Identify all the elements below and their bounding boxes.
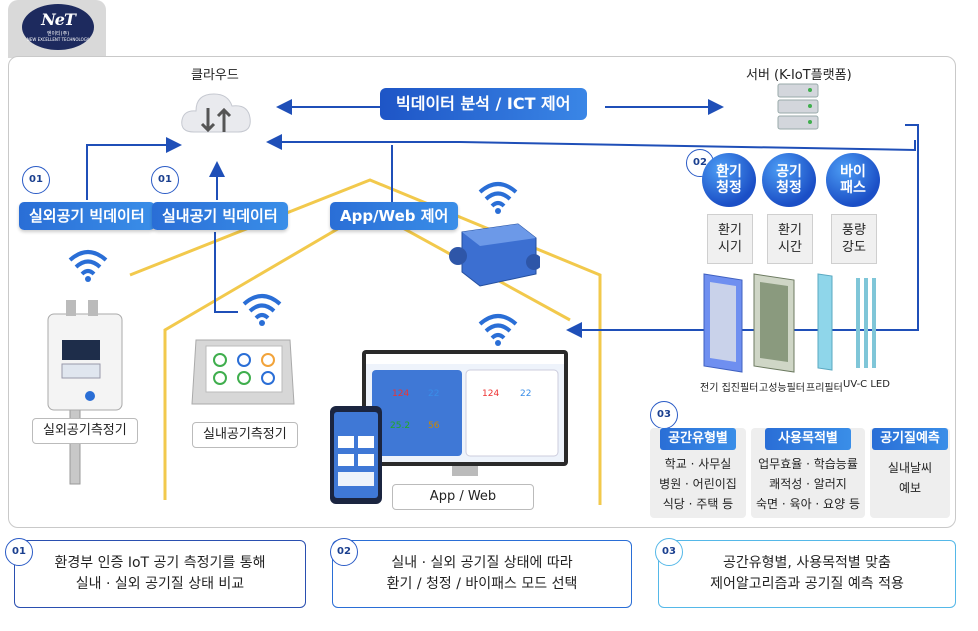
category-item: 숙면 · 육아 · 요양 등 [756,497,860,511]
step-badge-01-bottom: 01 [5,538,33,566]
wifi-icon [478,182,518,214]
category-item: 쾌적성 · 알러지 [769,477,847,491]
summary-line: 환기 / 청정 / 바이패스 모드 선택 [386,576,578,592]
step-badge-03-bottom: 03 [655,538,683,566]
category-title: 사용목적별 [765,428,851,450]
svg-text:22: 22 [428,389,439,399]
outdoor-meter-label: 실외공기측정기 [32,418,138,444]
filter-label-electric: 전기 집진필터 [700,383,759,394]
mobile-app-phone [330,406,382,504]
outdoor-bigdata-pill: 실외공기 빅데이터 [19,202,155,230]
param-ventilation-duration: 환기 시간 [767,214,813,264]
company-logo: NeT 엔이티(주) NEW EXCELLENT TECHNOLOGY [22,4,94,50]
appweb-control-pill: App/Web 제어 [330,202,459,230]
category-title: 공기질예측 [872,428,948,450]
summary-line: 공간유형별, 사용목적별 맞춤 [723,555,891,571]
mode-air-clean: 공기 청정 [762,153,816,207]
server-label: 서버 (K-IoT플랫폼) [746,68,852,83]
server-icon [777,83,819,130]
indoor-meter-label: 실내공기측정기 [192,422,298,448]
filter-label-hepa: 고성능필터 [759,383,805,394]
filter-label-uvc: UV-C LED [843,379,890,390]
category-item: 병원 · 어린이집 [659,477,737,491]
cloud-icon [181,93,251,133]
mode-bypass: 바이 패스 [826,153,880,207]
category-air-forecast: 공기질예측 실내날씨 예보 [870,428,950,518]
mode-ventilation-clean: 환기 청정 [702,153,756,207]
summary-line: 실내 · 실외 공기질 상태 비교 [75,576,245,592]
step-badge-01-outdoor: 01 [22,166,50,194]
svg-text:25.2: 25.2 [390,421,410,431]
param-ventilation-timing: 환기 시기 [707,214,753,264]
category-purpose: 사용목적별 업무효율 · 학습능률 쾌적성 · 알러지 숙면 · 육아 · 요양… [751,428,865,518]
bigdata-ict-banner: 빅데이터 분석 / ICT 제어 [380,88,587,120]
step-badge-02-bottom: 02 [330,538,358,566]
summary-line: 실내 · 실외 공기질 상태에 따라 [391,555,573,571]
ventilation-unit [449,223,540,287]
summary-line: 제어알고리즘과 공기질 예측 적용 [710,576,904,592]
category-item: 식당 · 주택 등 [662,497,734,511]
param-airflow-strength: 풍량 강도 [831,214,877,264]
wifi-icon [242,294,282,326]
filter-stack [703,273,876,373]
wifi-icon [478,314,518,346]
indoor-meter-device [191,339,295,405]
category-item: 학교 · 사무실 [664,457,732,471]
outdoor-meter-device [47,300,123,485]
filter-label-pre: 프리필터 [806,383,843,394]
step-badge-03: 03 [650,401,678,429]
cloud-label: 클라우드 [191,68,239,83]
category-item: 실내날씨 [887,461,933,475]
step-badge-01-indoor: 01 [151,166,179,194]
category-item: 예보 [898,481,922,495]
appweb-label: App / Web [392,484,534,510]
category-item: 업무효율 · 학습능률 [758,457,858,471]
svg-text:124: 124 [392,389,409,399]
category-space-type: 공간유형별 학교 · 사무실 병원 · 어린이집 식당 · 주택 등 [650,428,746,518]
indoor-bigdata-pill: 실내공기 빅데이터 [152,202,288,230]
svg-text:124: 124 [482,389,499,399]
web-dashboard-monitor: 124 22 25.2 56 124 22 [362,350,568,476]
summary-line: 환경부 인증 IoT 공기 측정기를 통해 [54,555,266,571]
category-title: 공간유형별 [660,428,736,450]
wifi-icon [68,250,108,282]
svg-text:56: 56 [428,421,440,431]
svg-text:22: 22 [520,389,531,399]
